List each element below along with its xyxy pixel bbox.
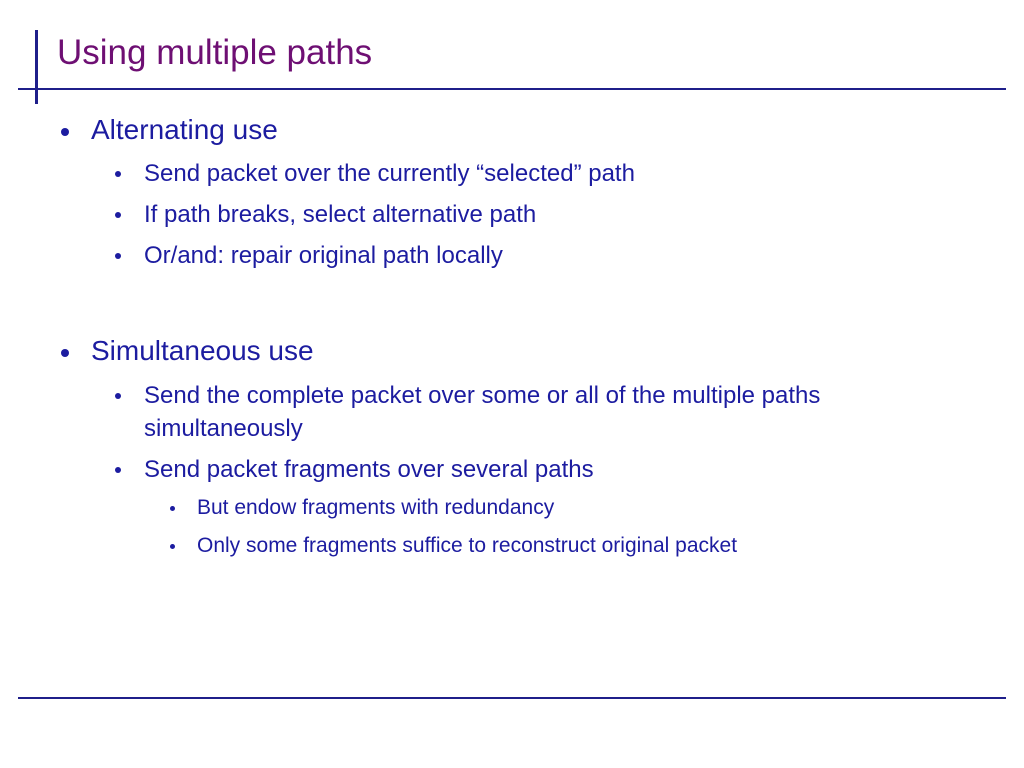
bullet-icon bbox=[170, 506, 175, 511]
sub-bullet-item: If path breaks, select alternative path bbox=[144, 201, 537, 228]
sub-bullet-item: Or/and: repair original path locally bbox=[144, 242, 503, 269]
bullet-icon bbox=[115, 171, 121, 177]
sub-bullet-item: Send the complete packet over some or al… bbox=[144, 382, 821, 442]
bullet-icon bbox=[115, 467, 121, 473]
footer-rule bbox=[18, 697, 1006, 699]
title-accent-bar bbox=[35, 30, 38, 104]
bullet-icon bbox=[61, 349, 69, 357]
sub-sub-bullet-item: But endow fragments with redundancy bbox=[197, 496, 555, 519]
bullet-icon bbox=[170, 544, 175, 549]
bullet-icon bbox=[115, 393, 121, 399]
bullet-icon bbox=[115, 212, 121, 218]
slide-title: Using multiple paths bbox=[57, 33, 373, 72]
sub-bullet-item: Send packet fragments over several paths bbox=[144, 456, 594, 483]
sub-sub-bullet-item: Only some fragments suffice to reconstru… bbox=[197, 534, 738, 557]
bullet-icon bbox=[115, 253, 121, 259]
sub-bullet-item: Send packet over the currently “selected… bbox=[144, 160, 635, 187]
bullet-icon bbox=[61, 128, 69, 136]
title-underline bbox=[18, 88, 1006, 90]
bullet-item-alternating-use: Alternating use bbox=[91, 114, 278, 145]
bullet-item-simultaneous-use: Simultaneous use bbox=[91, 335, 314, 366]
